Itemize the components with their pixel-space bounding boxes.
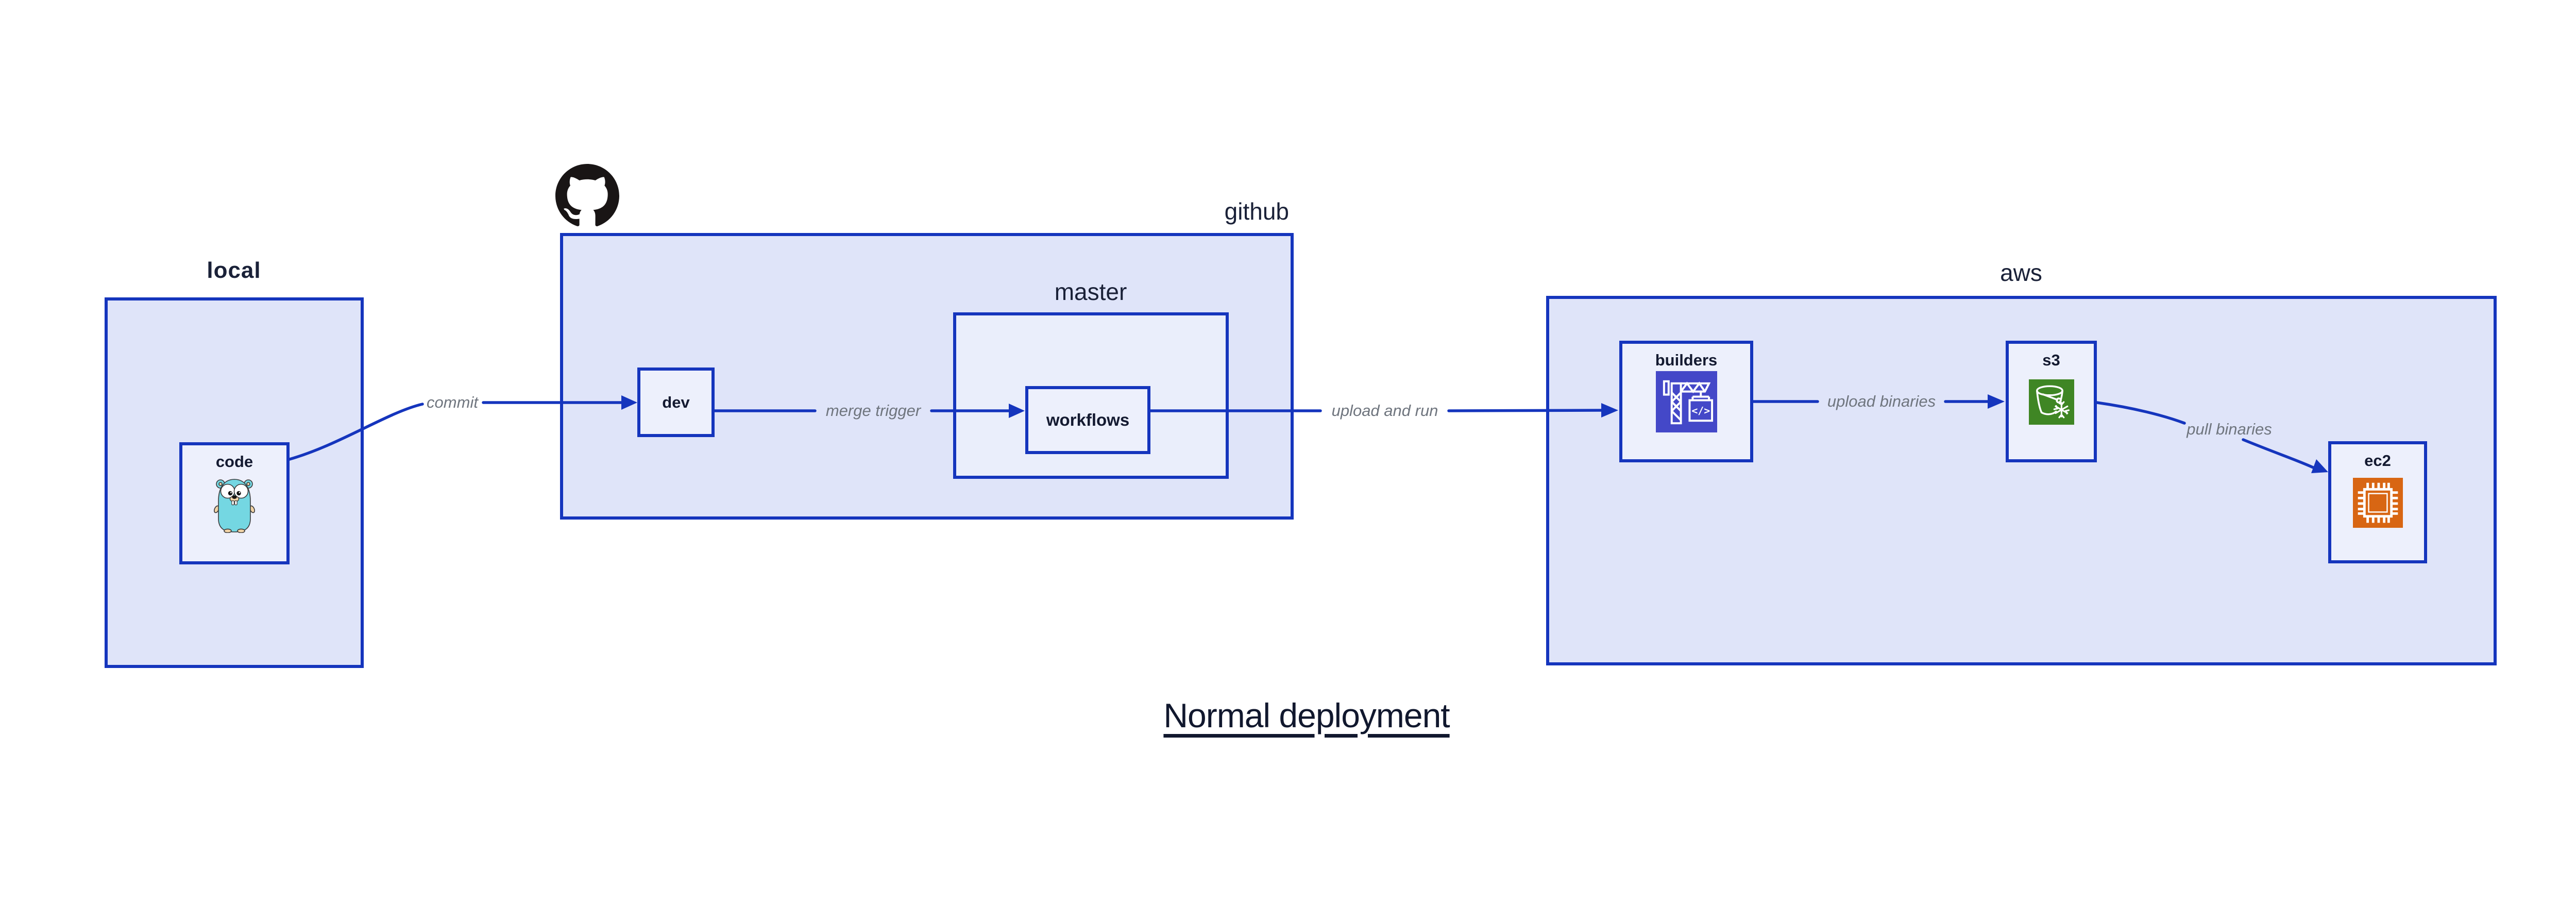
node-dev-label: dev (662, 393, 690, 411)
edge-label-upload-binaries: upload binaries (1827, 392, 1936, 410)
node-ec2: ec2 (2328, 441, 2427, 563)
edge-label-merge-trigger: merge trigger (825, 402, 921, 420)
node-dev: dev (637, 368, 715, 437)
s3-glacier-bucket-icon (2029, 379, 2074, 425)
codebuild-crane-icon: </> (1656, 371, 1717, 432)
github-label: github (1224, 198, 1289, 225)
node-code: code (179, 442, 290, 564)
ec2-chip-icon (2353, 478, 2403, 528)
edge-label-commit: commit (427, 393, 478, 411)
node-code-label: code (215, 453, 253, 471)
local-label: local (207, 258, 261, 283)
node-builders-label: builders (1655, 351, 1718, 369)
node-builders: builders </> (1619, 341, 1753, 462)
node-ec2-label: ec2 (2364, 452, 2391, 470)
master-label: master (1054, 278, 1127, 305)
edge-label-pull-binaries: pull binaries (2187, 420, 2272, 438)
aws-label: aws (2000, 259, 2042, 286)
go-gopher-icon (214, 479, 255, 533)
node-s3: s3 (2006, 341, 2097, 462)
codebuild-code-glyph: </> (1691, 405, 1710, 416)
github-octocat-icon (555, 164, 619, 226)
node-workflows-label: workflows (1046, 410, 1130, 429)
node-workflows: workflows (1025, 386, 1150, 454)
diagram-title: Normal deployment (1163, 696, 1450, 734)
node-s3-label: s3 (2042, 351, 2060, 369)
edge-label-upload-and-run: upload and run (1331, 402, 1438, 420)
